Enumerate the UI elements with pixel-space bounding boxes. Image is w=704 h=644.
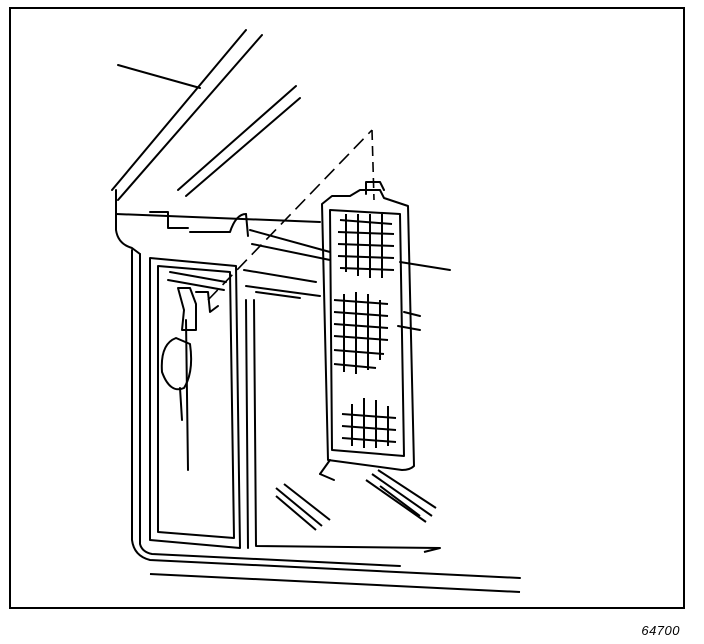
lamp-lens (319, 181, 415, 481)
lens-texture (333, 214, 397, 448)
alignment-line (207, 129, 373, 301)
lamp-housing (131, 249, 521, 579)
alignment-line-upper (371, 129, 375, 201)
headliner-panel (111, 29, 451, 331)
figure-number: 64700 (641, 623, 680, 638)
figure-frame (9, 7, 685, 609)
sill-lines (149, 547, 521, 593)
glass-reflections (275, 469, 437, 531)
lamp-socket (160, 287, 219, 471)
